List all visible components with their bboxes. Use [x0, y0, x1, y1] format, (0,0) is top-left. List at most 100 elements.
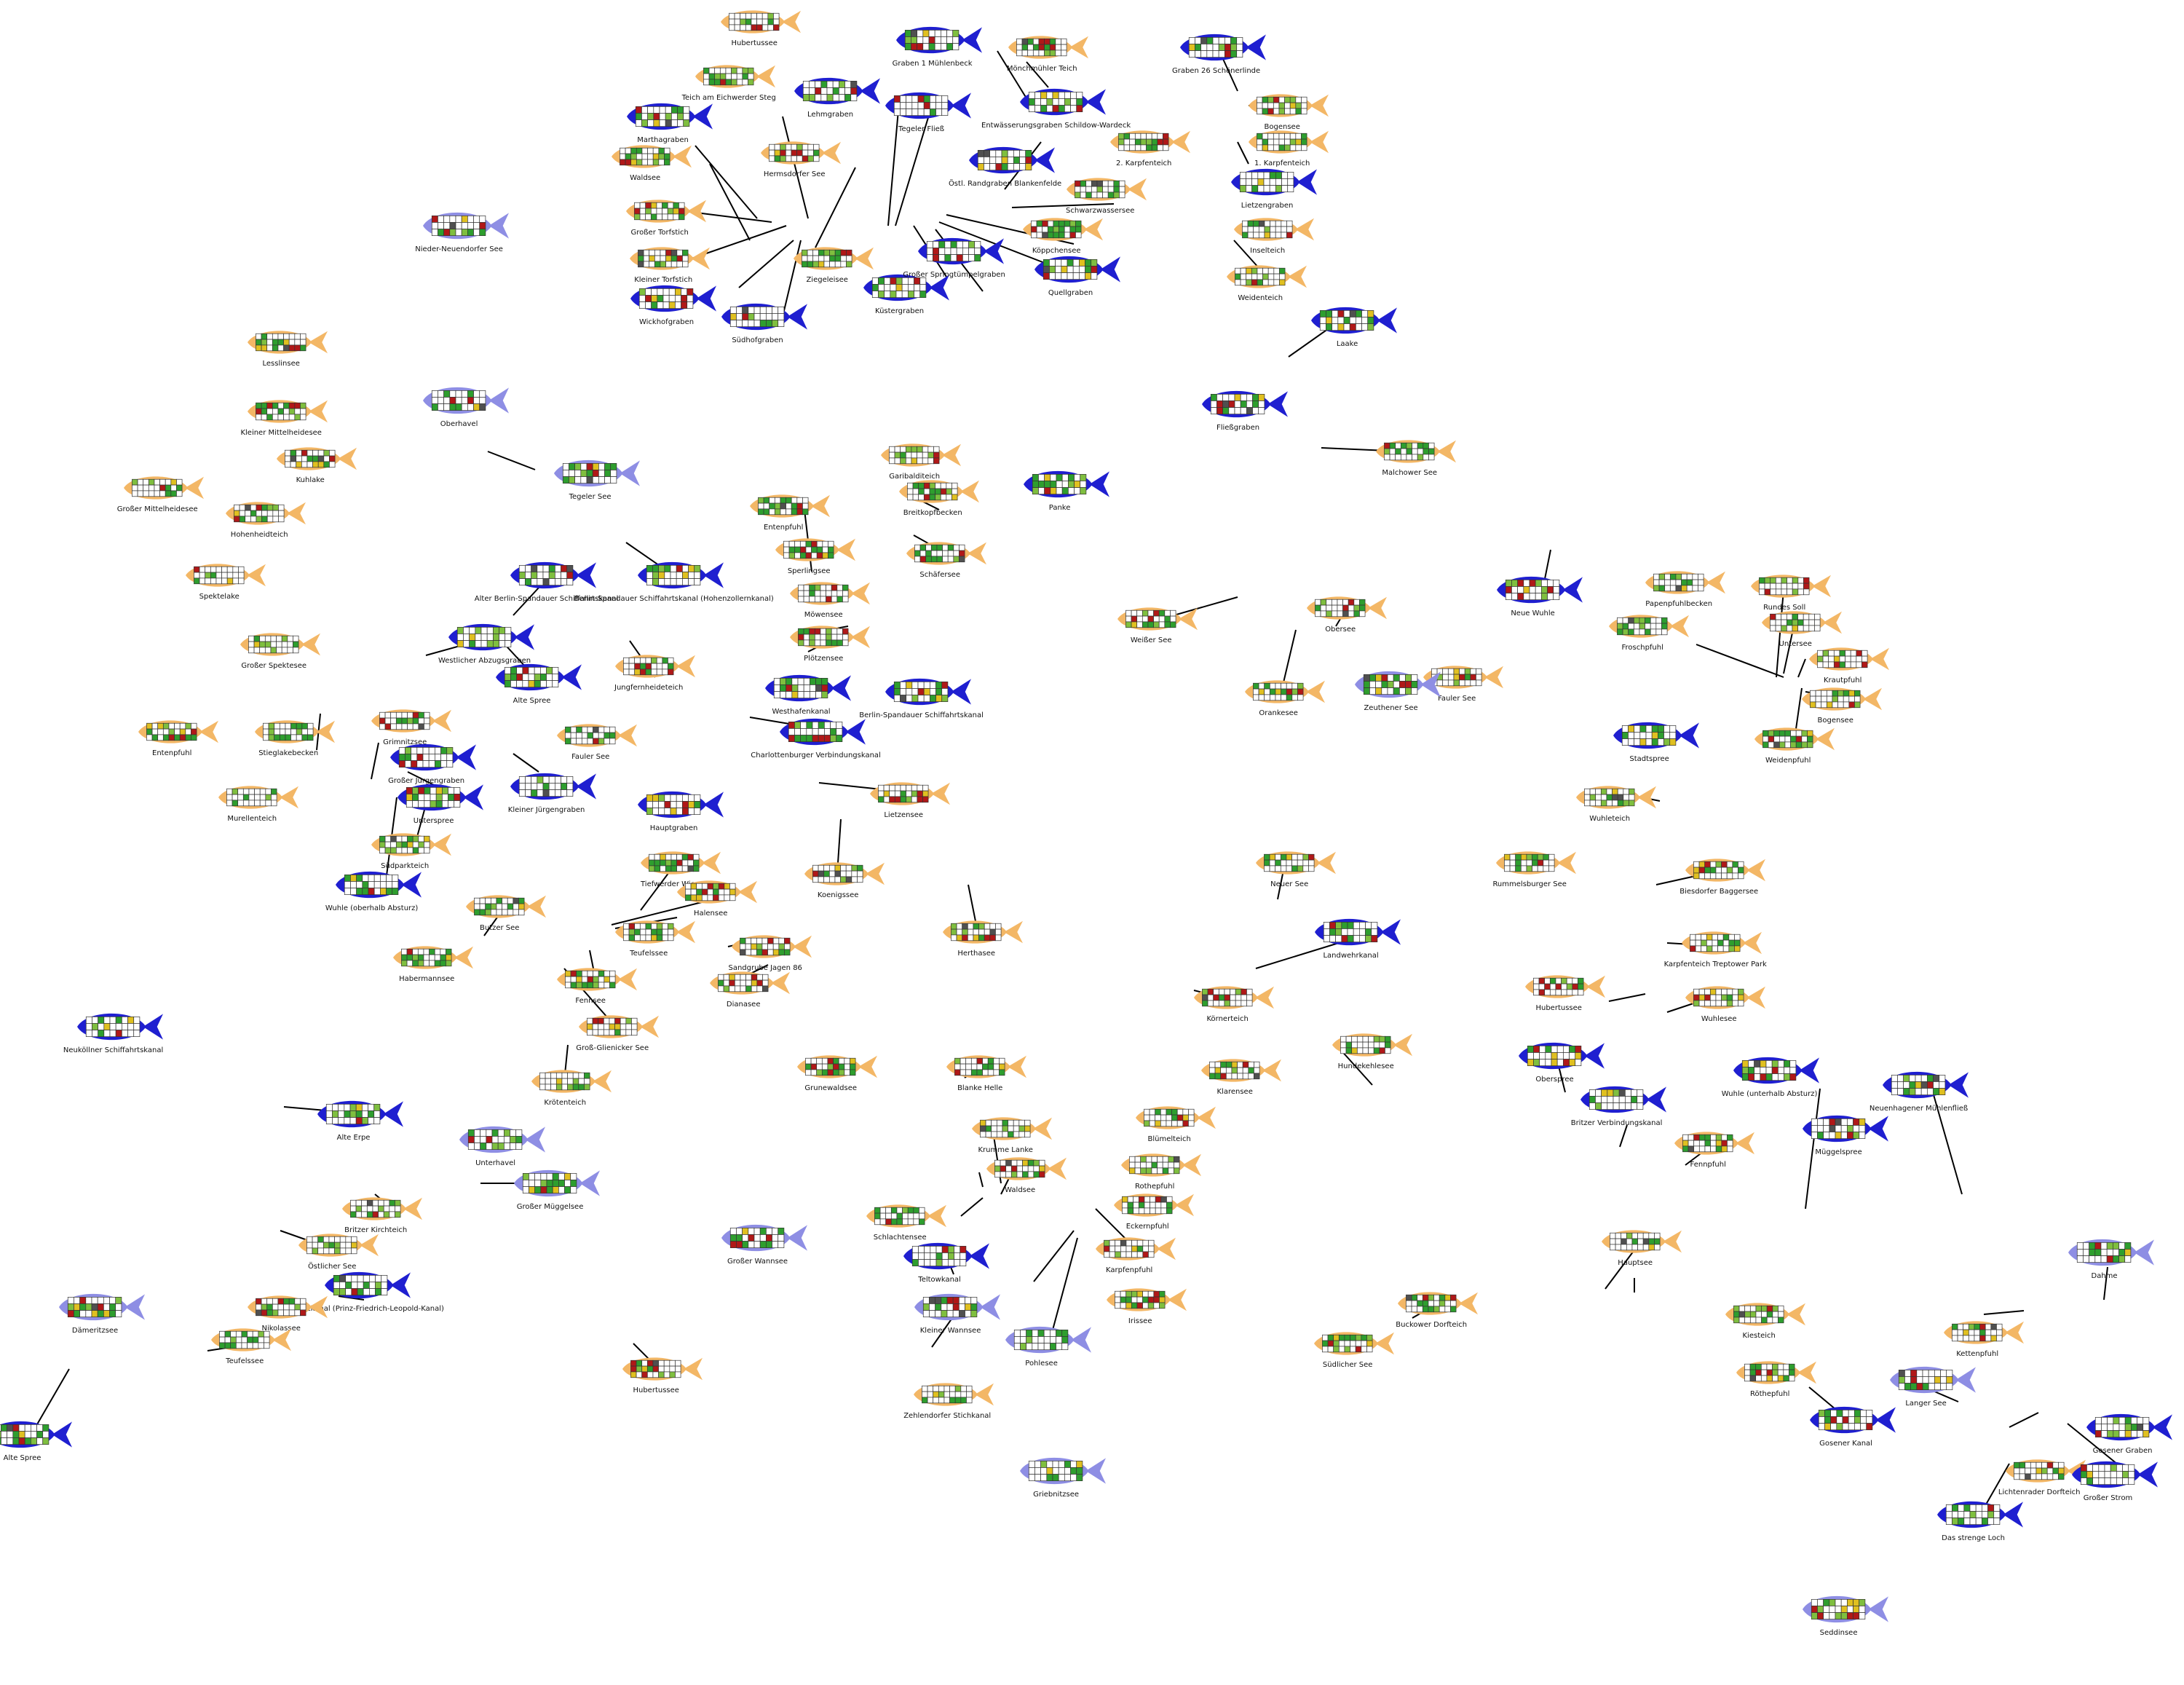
- water-body-river[interactable]: Griebnitzkanal (Prinz-Friedrich-Leopold-…: [277, 1271, 444, 1313]
- water-body-river_light[interactable]: Dämeritzsee: [59, 1293, 145, 1335]
- water-body-lake[interactable]: Bogensee: [1249, 94, 1329, 131]
- water-body-lake[interactable]: Großer Mittelheidesee: [117, 476, 204, 513]
- water-body-river_light[interactable]: Dahme: [2068, 1239, 2154, 1280]
- water-body-lake[interactable]: Britzer Kirchteich: [342, 1197, 422, 1234]
- water-body-river[interactable]: Gosener Kanal: [1810, 1406, 1896, 1448]
- water-body-river[interactable]: Wuhle (unterhalb Absturz): [1722, 1057, 1819, 1098]
- water-body-lake[interactable]: Waldsee: [612, 145, 692, 182]
- water-body-river[interactable]: Unterspree: [397, 784, 483, 825]
- water-body-lake[interactable]: Tiefwerder Wiesen: [640, 851, 721, 888]
- water-body-river[interactable]: Neuköllner Schiffahrtskanal: [63, 1013, 163, 1054]
- water-body-lake[interactable]: Obersee: [1307, 596, 1387, 634]
- water-body-river_light[interactable]: Großer Wannsee: [721, 1224, 807, 1266]
- water-body-lake[interactable]: Fennsee: [557, 968, 637, 1005]
- water-body-river[interactable]: Alte Spree: [496, 663, 582, 705]
- water-body-lake[interactable]: Butzer See: [466, 895, 546, 932]
- water-body-river[interactable]: Oberspree: [1519, 1042, 1605, 1084]
- water-body-river[interactable]: Gosener Graben: [2086, 1413, 2172, 1455]
- water-body-river[interactable]: Quellgraben: [1034, 256, 1120, 297]
- water-body-river[interactable]: Berlin-Spandauer Schiffahrtskanal: [859, 678, 984, 719]
- water-body-river[interactable]: Britzer Verbindungskanal: [1571, 1086, 1666, 1127]
- water-body-lake[interactable]: Habermannsee: [393, 946, 473, 983]
- water-body-lake[interactable]: Blanke Helle: [946, 1055, 1026, 1092]
- water-body-lake[interactable]: Karpfenpfuhl: [1096, 1237, 1176, 1274]
- water-body-river[interactable]: Kleiner Jürgengraben: [508, 773, 596, 814]
- water-body-lake[interactable]: Rothepfuhl: [1121, 1153, 1201, 1191]
- water-body-lake[interactable]: Mönchmühler Teich: [1007, 36, 1088, 73]
- water-body-river[interactable]: Das strenge Loch: [1937, 1501, 2023, 1542]
- water-body-river[interactable]: Wickhofgraben: [630, 285, 716, 326]
- water-body-river[interactable]: Lietzengraben: [1231, 168, 1317, 210]
- water-body-lake[interactable]: Fennpfuhl: [1674, 1132, 1754, 1169]
- water-body-lake[interactable]: Halensee: [677, 880, 757, 918]
- water-body-river[interactable]: Fließgraben: [1202, 390, 1288, 432]
- water-body-lake[interactable]: Kiesteich: [1725, 1303, 1805, 1340]
- water-body-river[interactable]: Teltowkanal: [903, 1242, 989, 1284]
- water-body-lake[interactable]: 1. Karpfenteich: [1249, 130, 1329, 167]
- water-body-lake[interactable]: Spektelake: [186, 564, 266, 601]
- water-body-lake[interactable]: Kleiner Torfstich: [630, 247, 710, 284]
- water-body-lake[interactable]: Froschpfuhl: [1609, 615, 1689, 652]
- water-body-lake[interactable]: Sandgrube Jagen 86: [728, 935, 812, 972]
- water-body-lake[interactable]: Hermsdorfer See: [761, 141, 841, 178]
- water-body-lake[interactable]: Schlachtensee: [866, 1204, 946, 1242]
- water-body-lake[interactable]: Biesdorfer Baggersee: [1679, 859, 1765, 896]
- water-body-river[interactable]: Westlicher Abzugsgraben: [438, 623, 534, 665]
- water-body-lake[interactable]: Lichtenrader Dorfteich: [1998, 1459, 2086, 1496]
- water-body-lake[interactable]: Blümelteich: [1136, 1106, 1216, 1143]
- water-body-lake[interactable]: Schäfersee: [906, 542, 986, 579]
- water-body-lake[interactable]: Krautpfuhl: [1809, 647, 1889, 684]
- water-body-lake[interactable]: Grunewaldsee: [797, 1055, 877, 1092]
- water-body-river_light[interactable]: Seddinsee: [1803, 1595, 1888, 1637]
- water-body-river_light[interactable]: Nieder-Neuendorfer See: [415, 212, 509, 253]
- water-body-lake[interactable]: Südlicher See: [1314, 1332, 1394, 1369]
- water-body-lake[interactable]: Stieglakebecken: [255, 720, 335, 757]
- water-body-river_light[interactable]: Kleiner Wannsee: [914, 1293, 1000, 1335]
- water-body-lake[interactable]: Möwensee: [790, 582, 870, 619]
- water-body-lake[interactable]: Dianasee: [710, 971, 790, 1009]
- water-body-lake[interactable]: Weißer See: [1117, 607, 1198, 644]
- water-body-lake[interactable]: Wuhlesee: [1685, 986, 1765, 1023]
- water-body-lake[interactable]: Südparkteich: [371, 833, 451, 870]
- water-body-lake[interactable]: Untersee: [1762, 611, 1842, 648]
- water-body-river_light[interactable]: Langer See: [1890, 1366, 1976, 1408]
- water-body-river[interactable]: Entwässerungsgraben Schildow-Wardeck: [981, 88, 1131, 130]
- water-body-lake[interactable]: Weidenteich: [1227, 265, 1307, 302]
- water-body-river[interactable]: Großer Strom: [2072, 1461, 2158, 1502]
- water-body-lake[interactable]: Krumme Lanke: [972, 1117, 1052, 1154]
- water-body-river_light[interactable]: Zeuthener See: [1355, 671, 1441, 712]
- water-body-lake[interactable]: Großer Torfstich: [626, 200, 706, 237]
- water-body-lake[interactable]: Eckernpfuhl: [1114, 1193, 1194, 1231]
- water-body-river[interactable]: Alte Erpe: [317, 1100, 403, 1142]
- water-body-lake[interactable]: Fauler See: [557, 724, 637, 761]
- water-body-lake[interactable]: Herthasee: [943, 920, 1023, 958]
- water-body-river[interactable]: Alter Berlin-Spandauer Schiffahrtskanal: [475, 561, 619, 603]
- water-body-river[interactable]: Graben 1 Mühlenbeck: [893, 26, 982, 68]
- water-body-lake[interactable]: Ziegeleisee: [794, 247, 874, 284]
- water-body-river[interactable]: Marthagraben: [627, 103, 713, 144]
- water-body-lake[interactable]: Neuer See: [1256, 851, 1336, 888]
- water-body-lake[interactable]: Rummelsburger See: [1492, 851, 1576, 888]
- water-body-lake[interactable]: Hubertussee: [1525, 975, 1605, 1012]
- water-body-lake[interactable]: Hundekehlesee: [1332, 1033, 1412, 1070]
- water-body-river[interactable]: Müggelspree: [1803, 1115, 1888, 1156]
- water-body-lake[interactable]: Köppchensee: [1023, 218, 1103, 255]
- water-body-river_light[interactable]: Pohlesee: [1005, 1326, 1091, 1368]
- water-body-river_light[interactable]: Griebnitzsee: [1020, 1457, 1106, 1499]
- water-body-lake[interactable]: Garibalditeich: [881, 443, 961, 481]
- water-body-lake[interactable]: Weidenpfuhl: [1754, 727, 1835, 765]
- water-body-lake[interactable]: Koenigssee: [804, 862, 885, 899]
- water-body-lake[interactable]: Buckower Dorfteich: [1396, 1292, 1478, 1329]
- water-body-lake[interactable]: Großer Spektesee: [240, 633, 320, 670]
- water-body-lake[interactable]: Hubertussee: [721, 10, 801, 47]
- water-body-lake[interactable]: Teufelssee: [615, 920, 695, 958]
- water-body-lake[interactable]: Östlicher See: [298, 1234, 379, 1271]
- water-body-river[interactable]: Tegeler Fließ: [885, 92, 971, 133]
- water-body-river_light[interactable]: Großer Müggelsee: [514, 1169, 600, 1211]
- water-body-lake[interactable]: Zehlendorfer Stichkanal: [903, 1383, 994, 1420]
- water-body-lake[interactable]: Nikolassee: [248, 1295, 328, 1333]
- water-body-lake[interactable]: Fauler See: [1423, 666, 1503, 703]
- water-body-lake[interactable]: Orankesee: [1245, 680, 1325, 717]
- water-body-lake[interactable]: Murellenteich: [218, 786, 298, 823]
- water-body-lake[interactable]: Kettenpfuhl: [1944, 1321, 2024, 1358]
